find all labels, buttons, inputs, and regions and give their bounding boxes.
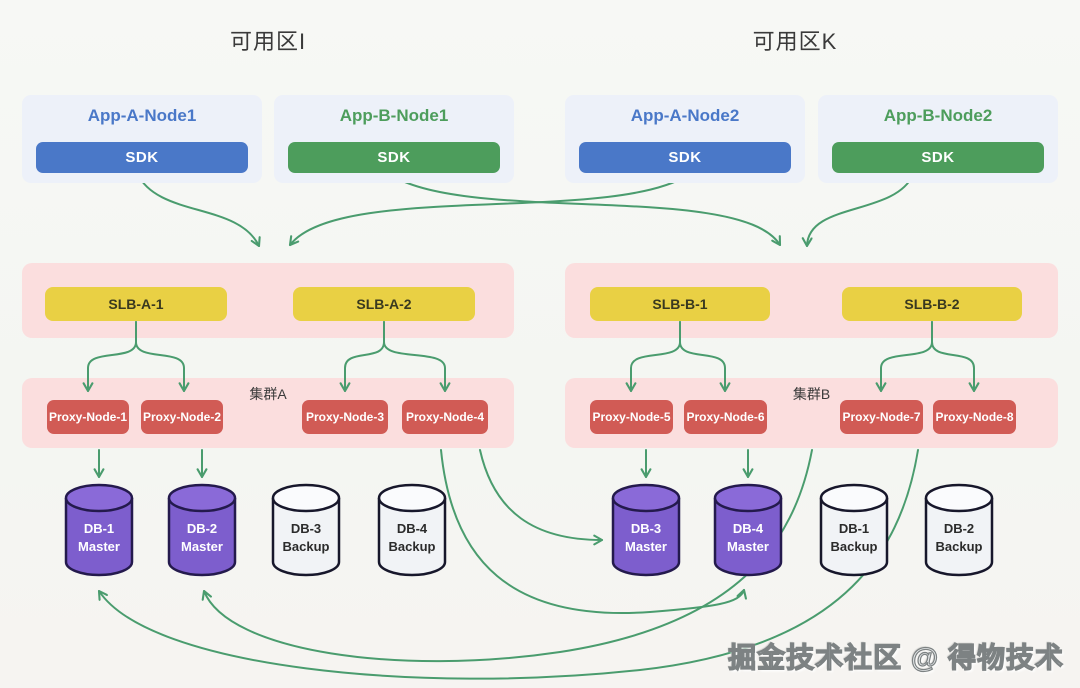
arrow-app-a-node1-to-slb-a — [136, 172, 261, 248]
arrow-cluster-a-to-db3-master — [479, 449, 604, 546]
app-node-card-a-node2: App-A-Node2 SDK — [565, 95, 805, 183]
arrow-cluster-a-to-db4-master — [440, 449, 747, 614]
app-node-title: App-B-Node1 — [339, 106, 449, 125]
proxy-node-box-1: Proxy-Node-1 — [47, 400, 129, 434]
app-node-title: App-A-Node1 — [87, 106, 197, 125]
db-role: Backup — [389, 539, 436, 554]
proxy-node-box-6: Proxy-Node-6 — [684, 400, 767, 434]
db-name: DB-2 — [187, 521, 217, 536]
zone-title-i: 可用区I — [229, 29, 307, 54]
slb-box-a1: SLB-A-1 — [45, 287, 227, 321]
db-cylinder-db3-master: DB-3 Master — [611, 483, 681, 577]
db-name: DB-1 — [84, 521, 114, 536]
cluster-a-label: 集群A — [249, 386, 287, 402]
db-cylinder-db1-backup: DB-1 Backup — [819, 483, 889, 577]
db-name: DB-2 — [944, 521, 974, 536]
slb-box-b2: SLB-B-2 — [842, 287, 1022, 321]
db-cylinder-db4-master: DB-4 Master — [713, 483, 783, 577]
db-cylinder-db2-backup: DB-2 Backup — [924, 483, 994, 577]
db-cylinder-db4-backup: DB-4 Backup — [377, 483, 447, 577]
watermark: 掘金技术社区 @ 得物技术 — [728, 641, 1064, 673]
proxy-node-box-8: Proxy-Node-8 — [933, 400, 1016, 434]
cluster-b-label: 集群B — [792, 386, 831, 402]
db-cylinder-db2-master: DB-2 Master — [167, 483, 237, 577]
db-role: Master — [78, 539, 120, 554]
app-node-card-b-node1: App-B-Node1 SDK — [274, 95, 514, 183]
db-name: DB-4 — [733, 521, 764, 536]
arrow-app-a-node2-to-slb-a — [288, 174, 689, 247]
sdk-badge: SDK — [288, 142, 500, 173]
arrow-app-b-node1-to-slb-b — [390, 174, 782, 247]
db-role: Backup — [283, 539, 330, 554]
slb-box-a2: SLB-A-2 — [293, 287, 475, 321]
proxy-node-box-5: Proxy-Node-5 — [590, 400, 673, 434]
db-cylinder-db1-master: DB-1 Master — [64, 483, 134, 577]
proxy-node-box-2: Proxy-Node-2 — [141, 400, 223, 434]
db-cylinder-db3-backup: DB-3 Backup — [271, 483, 341, 577]
app-node-card-a-node1: App-A-Node1 SDK — [22, 95, 262, 183]
proxy-node-box-4: Proxy-Node-4 — [402, 400, 488, 434]
db-role: Backup — [936, 539, 983, 554]
sdk-badge: SDK — [579, 142, 791, 173]
sdk-badge: SDK — [832, 142, 1044, 173]
arrow-app-b-node2-to-slb-b — [801, 174, 914, 248]
app-node-card-b-node2: App-B-Node2 SDK — [818, 95, 1058, 183]
proxy-node-box-3: Proxy-Node-3 — [302, 400, 388, 434]
db-name: DB-3 — [631, 521, 661, 536]
sdk-badge: SDK — [36, 142, 248, 173]
db-role: Backup — [831, 539, 878, 554]
db-role: Master — [181, 539, 223, 554]
zone-title-k: 可用区K — [752, 29, 838, 54]
db-name: DB-4 — [397, 521, 428, 536]
slb-box-b1: SLB-B-1 — [590, 287, 770, 321]
proxy-node-box-7: Proxy-Node-7 — [840, 400, 923, 434]
app-node-title: App-B-Node2 — [883, 106, 993, 125]
db-role: Master — [625, 539, 667, 554]
app-node-title: App-A-Node2 — [630, 106, 740, 125]
db-name: DB-1 — [839, 521, 869, 536]
db-name: DB-3 — [291, 521, 321, 536]
db-role: Master — [727, 539, 769, 554]
